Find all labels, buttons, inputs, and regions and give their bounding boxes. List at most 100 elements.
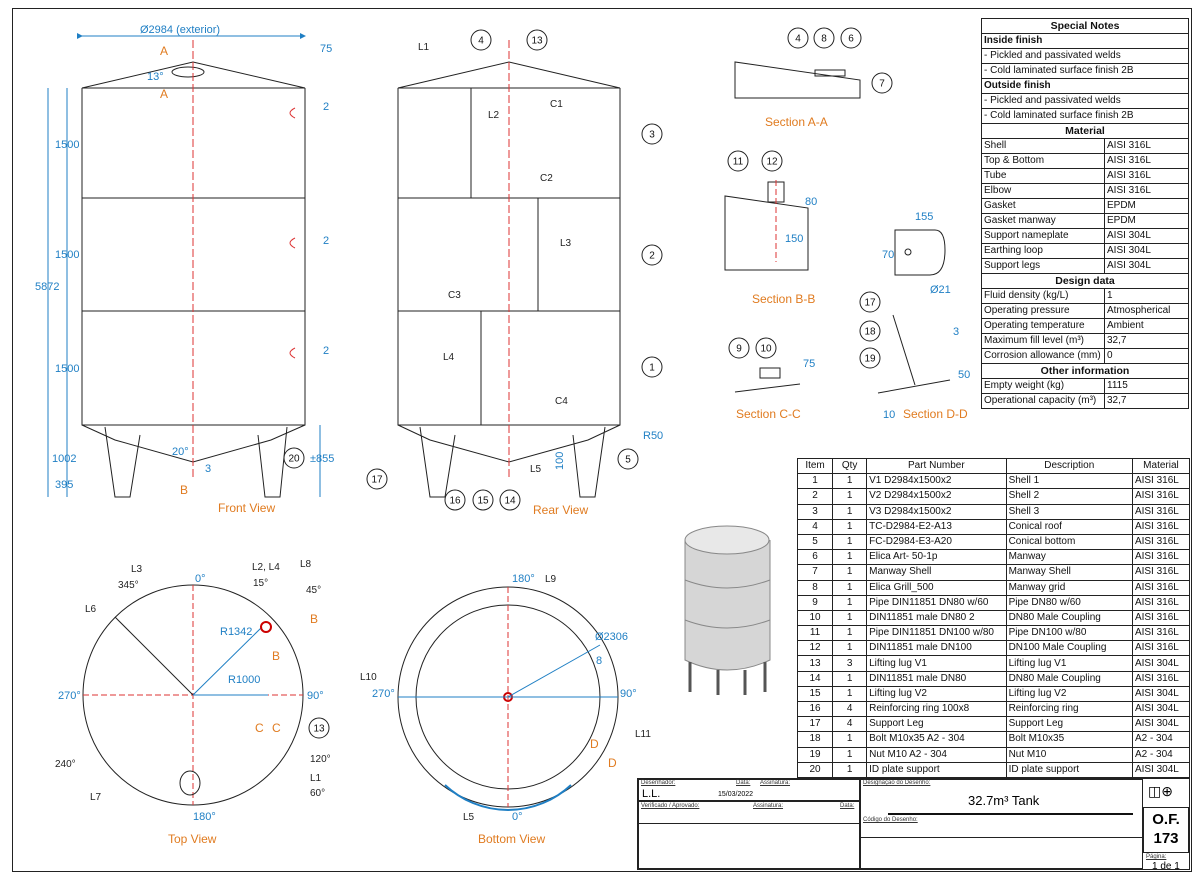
- table-cell: Conical roof: [1005, 518, 1133, 535]
- dimension-bottom: 1002: [52, 453, 76, 465]
- dimension-marker: 2: [323, 345, 329, 357]
- table-cell: Pipe DIN11851 DN100 w/80: [866, 625, 1007, 642]
- table-cell: Lifting lug V2: [1005, 685, 1133, 703]
- table-cell: V3 D2984x1500x2: [866, 503, 1007, 520]
- angle-label: 0°: [512, 811, 523, 823]
- note-item: - Cold laminated surface finish 2B: [981, 108, 1189, 124]
- front-view: Ø2984 (exterior) 75 13° A A 1500 1500 15…: [35, 24, 334, 515]
- table-cell: Support Leg: [1005, 716, 1133, 733]
- date: 15/03/2022: [718, 791, 754, 798]
- code-label: Código do Desenho:: [863, 817, 918, 823]
- angle-label: 90°: [307, 690, 324, 702]
- column-header: Item: [796, 457, 834, 475]
- balloon-number: 4: [478, 36, 484, 47]
- balloon-circle: [617, 448, 639, 470]
- title-block: Desenhador: L.L. Data: 15/03/2022 Assina…: [637, 778, 1190, 872]
- balloon-number: 13: [313, 724, 325, 735]
- column-header: Material: [1131, 457, 1191, 475]
- dimension: 80: [805, 196, 817, 208]
- table-cell: Manway: [1005, 549, 1133, 566]
- table-cell: 1: [832, 594, 868, 611]
- dimension-total-height: 5872: [35, 281, 59, 293]
- page-number: 1 de 1: [1152, 861, 1180, 872]
- table-cell: 1: [832, 579, 868, 596]
- table-cell: 16: [796, 700, 834, 718]
- balloon-number: 18: [864, 327, 876, 338]
- drawing-frame: [12, 8, 1192, 872]
- angle-label: 180°: [193, 811, 216, 823]
- table-cell: AISI 304L: [1131, 685, 1191, 703]
- balloon-circle: [813, 27, 835, 49]
- balloon-number: 14: [504, 496, 516, 507]
- dimension: Ø21: [930, 284, 951, 296]
- balloon-number: 15: [477, 496, 489, 507]
- balloon-circle: [283, 447, 305, 469]
- dimension: 150: [785, 233, 803, 245]
- table-cell: AISI 316L: [1131, 533, 1191, 551]
- label-l6: L6: [85, 604, 97, 615]
- table-cell: 1: [832, 533, 868, 551]
- balloon-number: 7: [879, 79, 885, 90]
- projection-symbol-icon: ◫⊕: [1148, 783, 1173, 799]
- table-cell: Shell 2: [1005, 488, 1133, 505]
- notes-key: Support nameplate: [981, 228, 1105, 244]
- notes-value: AISI 316L: [1104, 183, 1189, 199]
- notes-value: AISI 316L: [1104, 168, 1189, 184]
- notes-key: Tube: [981, 168, 1105, 184]
- notes-key: Operating temperature: [981, 318, 1105, 334]
- table-cell: Pipe DN80 w/60: [1005, 594, 1133, 611]
- designation-label: Designação do Desenho:: [863, 780, 931, 786]
- balloon-circle: [641, 123, 663, 145]
- dimension-radius: R1342: [220, 626, 252, 638]
- angle-label: 270°: [372, 688, 395, 700]
- dimension: 8: [596, 655, 602, 667]
- notes-key: Shell: [981, 138, 1105, 154]
- section-marker-d: D: [608, 756, 617, 770]
- balloon-number: 3: [649, 130, 655, 141]
- dimension: 70: [882, 249, 894, 261]
- angle-label: 345°: [118, 580, 139, 591]
- table-cell: 9: [796, 594, 834, 611]
- table-cell: Shell 1: [1005, 473, 1133, 490]
- table-cell: 17: [796, 716, 834, 733]
- dimension: 50: [958, 369, 970, 381]
- balloon-number: 16: [449, 496, 461, 507]
- notes-row: Maximum fill level (m³)32,7: [981, 333, 1189, 349]
- table-cell: V1 D2984x1500x2: [866, 473, 1007, 490]
- column-header: Description: [1005, 457, 1133, 475]
- table-cell: Elica Grill_500: [866, 579, 1007, 596]
- notes-value: AISI 304L: [1104, 243, 1189, 259]
- table-cell: 20: [796, 761, 834, 778]
- dimension: 155: [915, 211, 933, 223]
- balloon-circle: [787, 27, 809, 49]
- special-notes-title: Special Notes: [981, 18, 1189, 34]
- table-cell: 13: [796, 655, 834, 672]
- material-heading: Material: [981, 123, 1189, 139]
- label-l2: L2: [488, 110, 500, 121]
- table-cell: AISI 304L: [1131, 716, 1191, 733]
- section-marker-b: B: [272, 649, 280, 663]
- table-cell: DN80 Male Coupling: [1005, 609, 1133, 627]
- table-cell: DIN11851 male DN80: [866, 670, 1007, 687]
- notes-value: AISI 304L: [1104, 258, 1189, 274]
- balloon-circle: [641, 356, 663, 378]
- table-cell: FC-D2984-E3-A20: [866, 533, 1007, 551]
- order-label: O.F.: [1152, 811, 1180, 828]
- view-title-top: Top View: [168, 832, 217, 846]
- label-l11: L11: [635, 729, 651, 740]
- angle-label: 180°: [512, 573, 535, 585]
- balloon-circle: [871, 72, 893, 94]
- section-marker-b: B: [310, 612, 318, 626]
- table-cell: 1: [832, 564, 868, 581]
- table-cell: V2 D2984x1500x2: [866, 488, 1007, 505]
- table-cell: Manway Shell: [1005, 564, 1133, 581]
